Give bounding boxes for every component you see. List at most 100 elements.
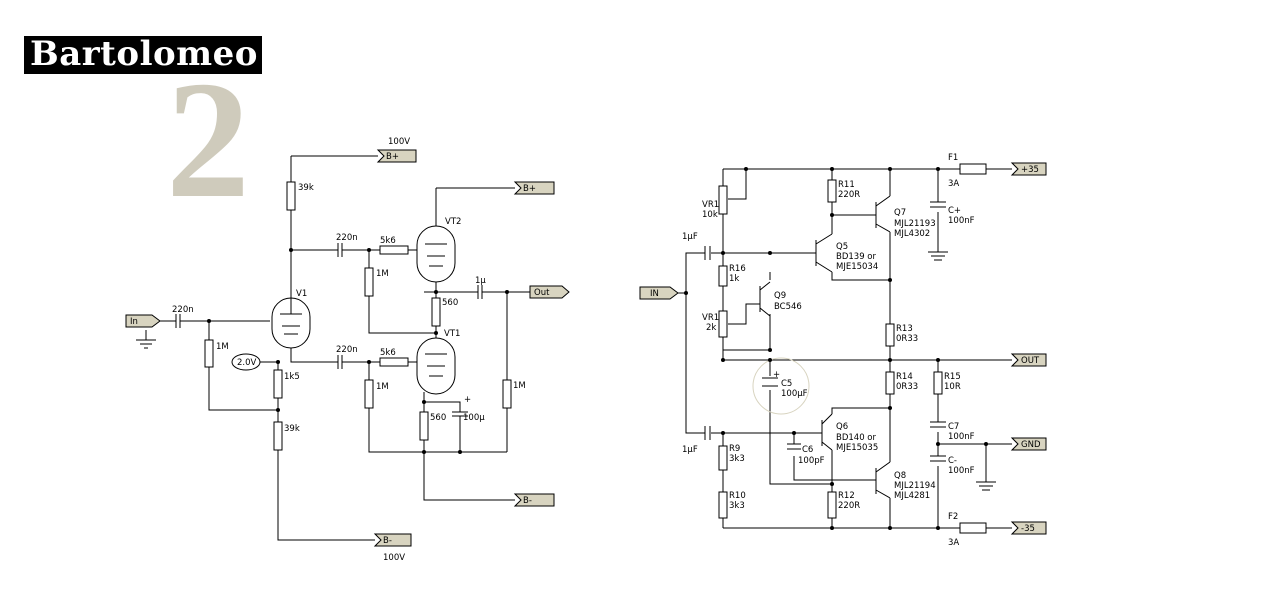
r-plate-label: 39k [298, 183, 314, 193]
brand-logo: Bartolomeo [24, 34, 262, 74]
r12-value: 220R [838, 501, 860, 511]
poweramp-circuit: IN +35 OUT GND -35 1µF 1µF VR1 10k R16 1… [639, 153, 1047, 548]
port-in: In [125, 314, 161, 328]
c6-name: C6 [802, 445, 813, 455]
svg-text:Out: Out [534, 288, 550, 298]
port-neg-supply: -35 [1010, 521, 1047, 535]
q6-line3: MJE15035 [836, 443, 878, 453]
c-out-label: 1µ [475, 276, 486, 286]
tube-v1 [271, 297, 311, 349]
c6-value: 100pF [798, 456, 825, 466]
c5-name: C5 [781, 379, 792, 389]
q5-line2: BD139 or [836, 252, 877, 262]
q8-name: Q8 [894, 471, 906, 481]
q6-name: Q6 [836, 422, 848, 432]
r11-name: R11 [838, 180, 855, 190]
c-cathode-label: 100µ [463, 413, 485, 423]
vr1-mid-value: 2k [706, 323, 716, 333]
svg-text:GND: GND [1021, 440, 1041, 450]
supply-voltage-top: 100V [388, 137, 410, 147]
r-grid-leak-bottom-label: 1M [376, 382, 389, 392]
port-ground: GND [1010, 437, 1047, 451]
svg-text:+35: +35 [1021, 165, 1039, 175]
f2-value: 3A [948, 538, 959, 548]
vr1-mid-name: VR1 [702, 313, 719, 323]
f1-value: 3A [948, 179, 959, 189]
r14-name: R14 [896, 372, 913, 382]
r-grid-bottom-label: 5k6 [380, 348, 396, 358]
port-amp-in: IN [639, 286, 679, 300]
c-minus-value: 100nF [948, 466, 975, 476]
f1-name: F1 [948, 153, 958, 163]
tube-vt2-label: VT2 [445, 217, 461, 227]
supply-voltage-bottom: 100V [383, 553, 405, 563]
brand-name: Bartolomeo [30, 34, 258, 74]
r-out-label: 1M [513, 381, 526, 391]
r16-value: 1k [729, 274, 739, 284]
port-bminus-bottom: B- [373, 533, 412, 547]
r14-value: 0R33 [896, 382, 918, 392]
r-grid-leak-top-label: 1M [376, 269, 389, 279]
r13-name: R13 [896, 324, 913, 334]
r12-name: R12 [838, 491, 855, 501]
c-plus-value: 100nF [948, 216, 975, 226]
port-output: OUT [1010, 353, 1047, 367]
svg-text:B+: B+ [386, 152, 399, 162]
cap-polarity-plus-2: + [773, 370, 780, 380]
q6-line2: BD140 or [836, 433, 877, 443]
c-minus-name: C- [948, 456, 957, 466]
q9-value: BC546 [774, 302, 802, 312]
port-bminus-mid: B- [513, 493, 555, 507]
model-number: 2 [166, 47, 250, 233]
r-mid-label: 560 [442, 298, 458, 308]
r16-name: R16 [729, 264, 746, 274]
r9-value: 3k3 [729, 454, 745, 464]
r13-value: 0R33 [896, 334, 918, 344]
r9-name: R9 [729, 444, 740, 454]
tube-vt1 [416, 337, 456, 395]
vr1-top-name: VR1 [702, 200, 719, 210]
r11-value: 220R [838, 190, 860, 200]
c-coupling-top-label: 220n [336, 233, 358, 243]
svg-text:B+: B+ [523, 184, 536, 194]
q8-line2: MJL21194 [894, 481, 936, 491]
c7-name: C7 [948, 422, 959, 432]
c-in-bottom-label: 1µF [682, 445, 698, 455]
port-out: Out [529, 285, 570, 299]
r10-name: R10 [729, 491, 746, 501]
port-bplus-top: B+ [376, 149, 417, 163]
vr1-top-value: 10k [702, 210, 718, 220]
r15-value: 10R [944, 382, 961, 392]
r15-name: R15 [944, 372, 961, 382]
svg-text:IN: IN [650, 289, 659, 299]
q5-name: Q5 [836, 242, 848, 252]
c-plus-name: C+ [948, 206, 961, 216]
q9-name: Q9 [774, 291, 786, 301]
c-in-label: 220n [172, 305, 194, 315]
bias-voltage-marker [231, 353, 261, 371]
r-grid-top-label: 5k6 [380, 236, 396, 246]
q5-line3: MJE15034 [836, 262, 878, 272]
svg-text:-35: -35 [1021, 524, 1035, 534]
port-pos-supply: +35 [1010, 162, 1047, 176]
port-bplus-mid: B+ [513, 181, 555, 195]
tube-vt2 [416, 225, 456, 283]
svg-text:In: In [130, 317, 138, 327]
c7-value: 100nF [948, 432, 975, 442]
r-in-label: 1M [216, 342, 229, 352]
q8-line3: MJL4281 [894, 491, 930, 501]
r-tail-label: 39k [284, 424, 300, 434]
r-cathode-vt1-label: 560 [430, 413, 446, 423]
c-coupling-bottom-label: 220n [336, 345, 358, 355]
svg-text:OUT: OUT [1021, 356, 1040, 366]
preamp-circuit: 2.0V In B+ B+ Out B- B- 100V 100V V1 [125, 137, 570, 563]
svg-text:B-: B- [383, 536, 392, 546]
q7-name: Q7 [894, 208, 906, 218]
f2-name: F2 [948, 512, 958, 522]
cap-polarity-plus-1: + [464, 395, 471, 405]
tube-vt1-label: VT1 [444, 329, 460, 339]
tube-v1-label: V1 [296, 289, 307, 299]
r-cathode-v1-label: 1k5 [284, 372, 300, 382]
svg-text:B-: B- [523, 496, 532, 506]
